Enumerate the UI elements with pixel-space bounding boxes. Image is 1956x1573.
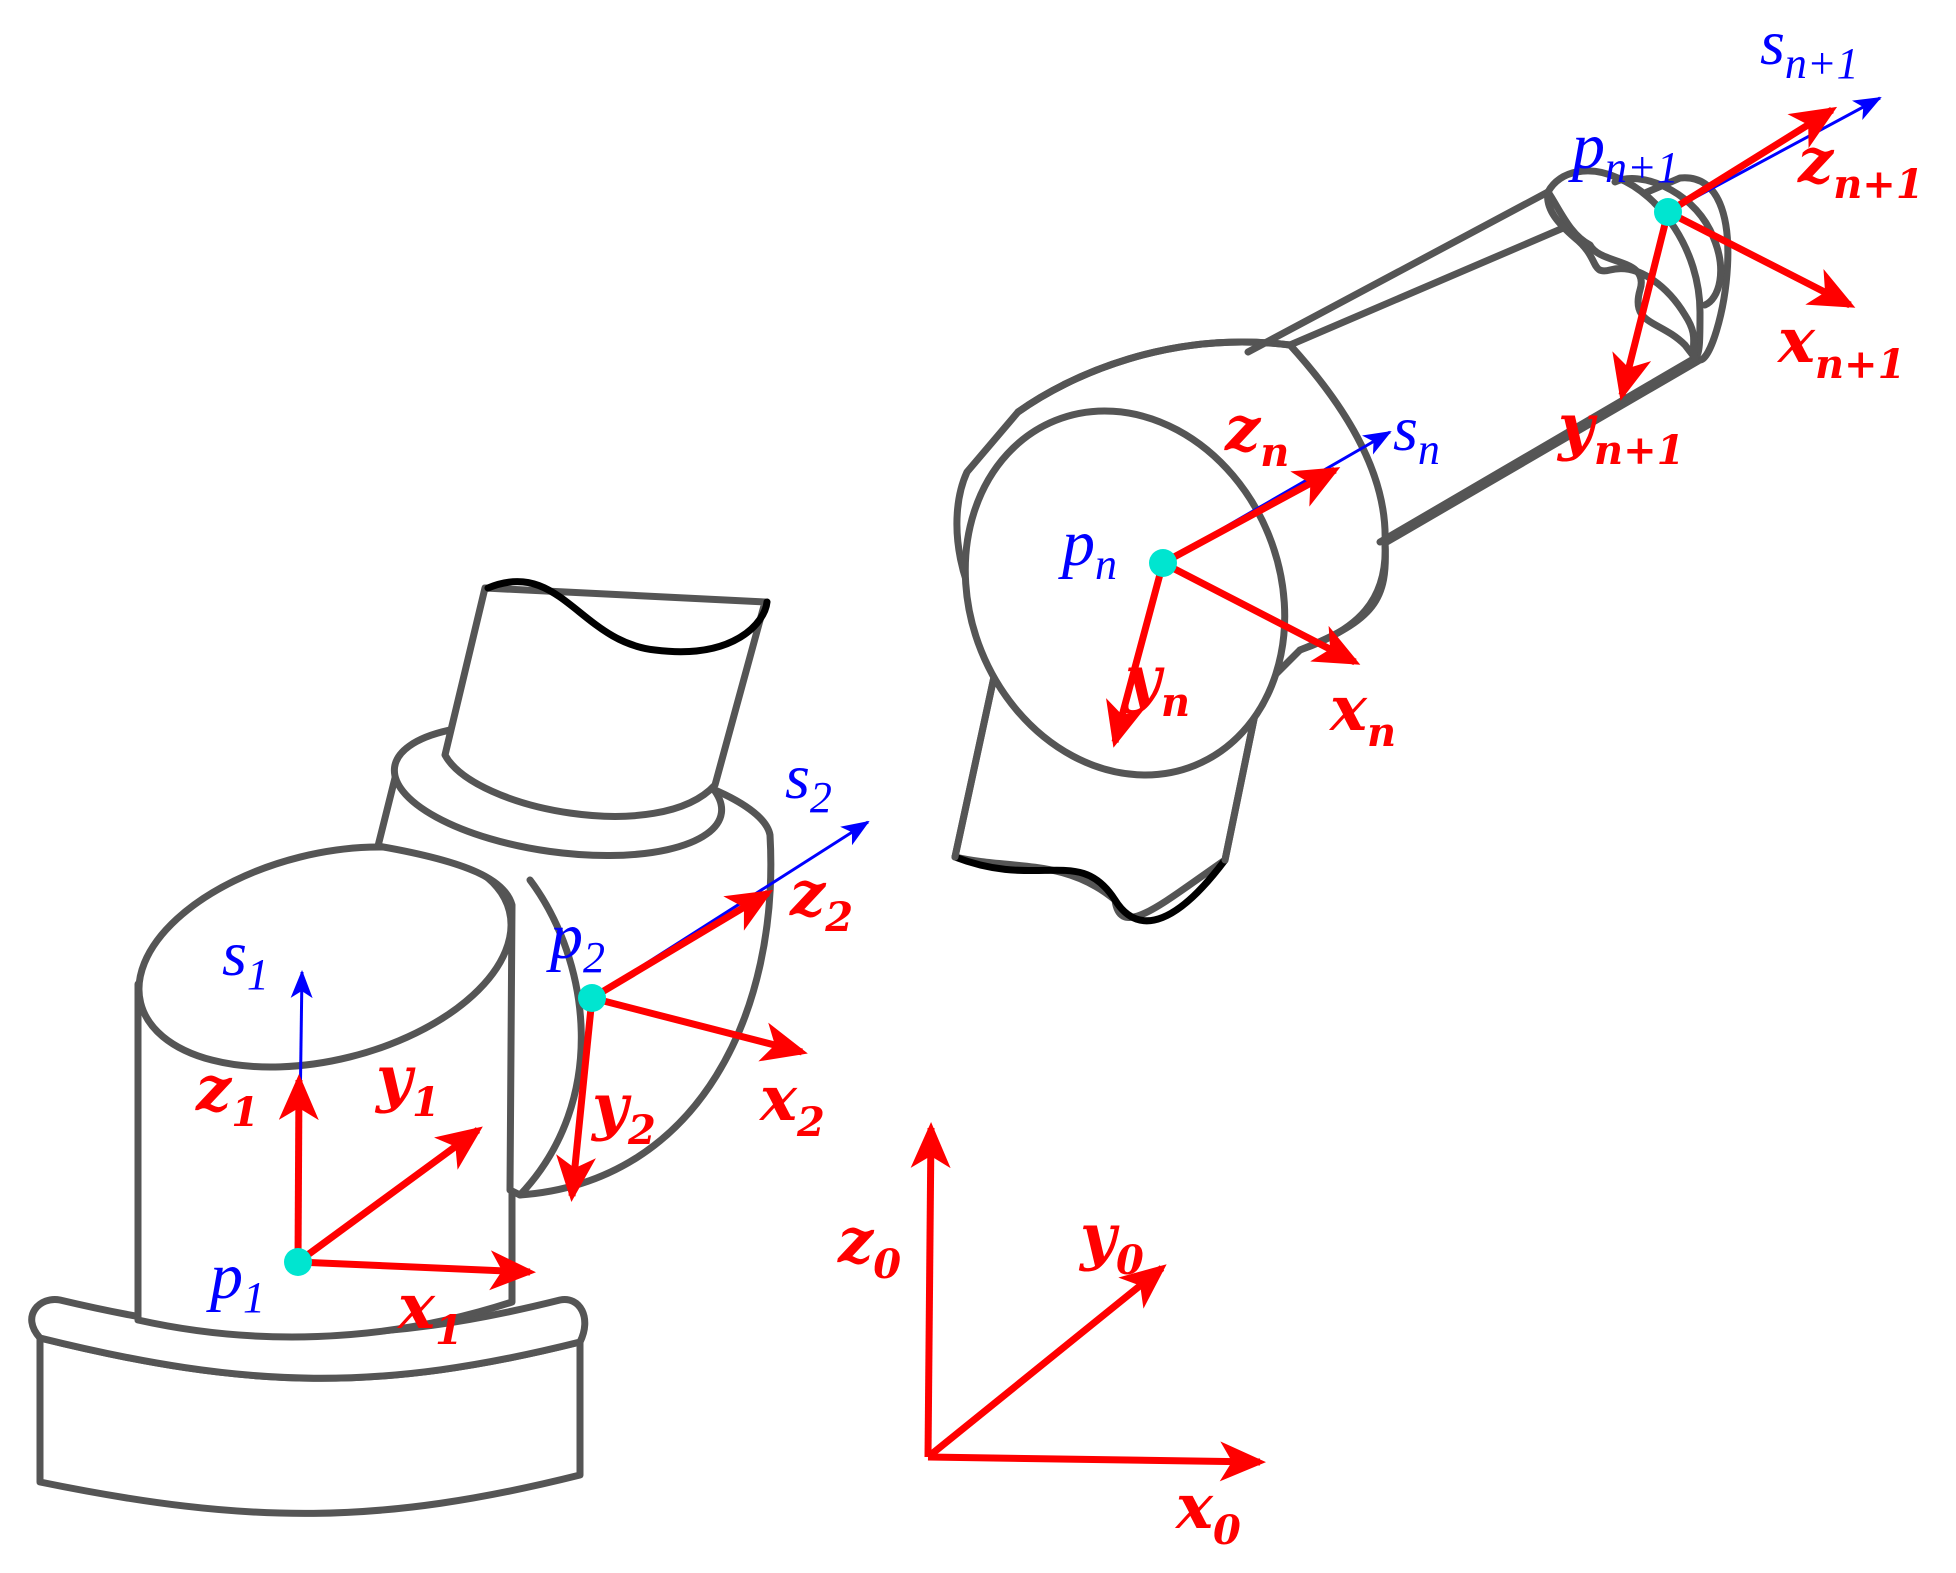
yn-label: yn (1123, 642, 1190, 726)
yn-axis (1106, 562, 1167, 748)
y0-axis (925, 1264, 1167, 1460)
x0-label: x0 (1174, 1470, 1241, 1554)
pn1-label: pn+1 (1568, 110, 1679, 192)
zn-label: zn (1224, 392, 1289, 476)
base-link (28, 1296, 589, 1517)
zn1-axis (1666, 106, 1838, 215)
xn1-label: xn+1 (1776, 304, 1905, 388)
z2-axis (590, 889, 774, 1002)
p1-label: p1 (206, 1240, 265, 1322)
y2-label: y2 (590, 1070, 656, 1154)
pn1-point (1654, 198, 1682, 226)
zn1-label: zn+1 (1797, 124, 1924, 208)
frame-n-plus-1: sn+1 zn+1 xn+1 yn+1 pn+1 (1556, 7, 1924, 474)
z0-axis (910, 1122, 951, 1458)
z1-label: z1 (195, 1052, 259, 1136)
joint1-cylinder (134, 843, 516, 1341)
yn1-axis (1612, 211, 1672, 401)
frame-1: s1 z1 y1 x1 p1 (195, 918, 536, 1354)
z2-label: z2 (789, 857, 853, 941)
s1-label: s1 (222, 918, 269, 999)
sn1-label: sn+1 (1760, 7, 1859, 88)
x0-axis (927, 1441, 1266, 1482)
x1-label: x1 (396, 1270, 463, 1354)
zn-axis (1161, 466, 1341, 567)
y1-axis (295, 1126, 483, 1265)
x2-axis (591, 994, 808, 1062)
pn-label: pn (1058, 507, 1117, 589)
joint2-elbow (374, 578, 775, 1199)
z0-label: z0 (837, 1204, 901, 1288)
xn-label: xn (1328, 672, 1396, 756)
p2-point (578, 984, 606, 1012)
link-n (951, 167, 1732, 925)
xn1-axis (1666, 208, 1856, 309)
xn-axis (1161, 559, 1361, 666)
frame-2: s2 z2 x2 y2 p2 (546, 741, 870, 1202)
y1-label: y1 (374, 1042, 440, 1126)
frame-n: sn zn xn yn pn (1058, 392, 1440, 756)
p1-point (284, 1248, 312, 1276)
base-frame: x0 y0 z0 (837, 1122, 1266, 1554)
sn-label: sn (1393, 393, 1440, 474)
z1-axis (278, 1074, 319, 1263)
y0-label: y0 (1078, 1200, 1144, 1284)
y2-axis (556, 997, 596, 1202)
s2-label: s2 (785, 741, 832, 822)
yn1-label: yn+1 (1556, 390, 1684, 474)
pn-point (1149, 549, 1177, 577)
x1-axis (297, 1250, 536, 1291)
x2-label: x2 (758, 1062, 825, 1146)
p2-label: p2 (546, 900, 605, 982)
